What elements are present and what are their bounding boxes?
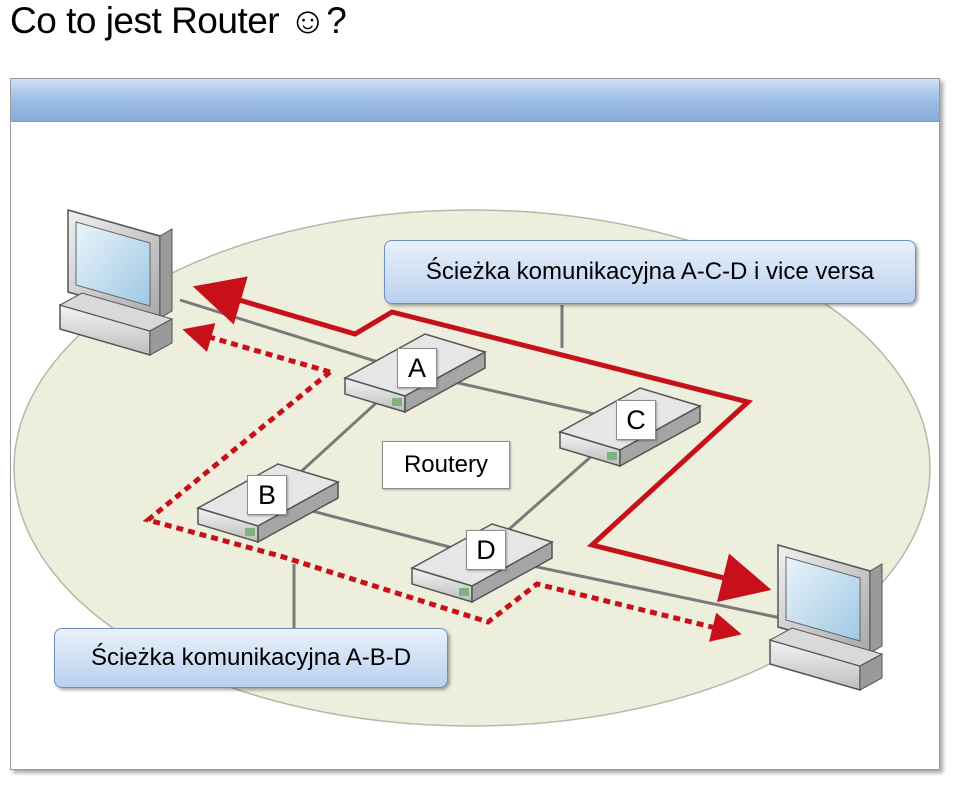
path-abd-label: Ścieżka komunikacyjna A-B-D [54,628,448,688]
path-acd-arrow-head [699,553,772,602]
router-a-label: A [397,348,437,388]
smiley-icon: ☺ [288,0,327,41]
path-abd-arrow [142,370,742,642]
router-c-label: C [616,400,656,440]
computer-icon [768,544,884,691]
slide-title: Co to jest Router ☺? [10,0,347,42]
routers-caption: Routery [382,441,510,489]
panel-header-bar [11,79,939,122]
path-acd-arrow [192,276,754,588]
slide-title-end: ? [326,0,347,41]
slide-title-text: Co to jest Router [10,0,280,41]
computer-icon [58,209,174,356]
router-d-label: D [466,530,506,570]
router-b-label: B [247,475,287,515]
path-acd-label: Ścieżka komunikacyjna A-C-D i vice versa [384,240,916,304]
